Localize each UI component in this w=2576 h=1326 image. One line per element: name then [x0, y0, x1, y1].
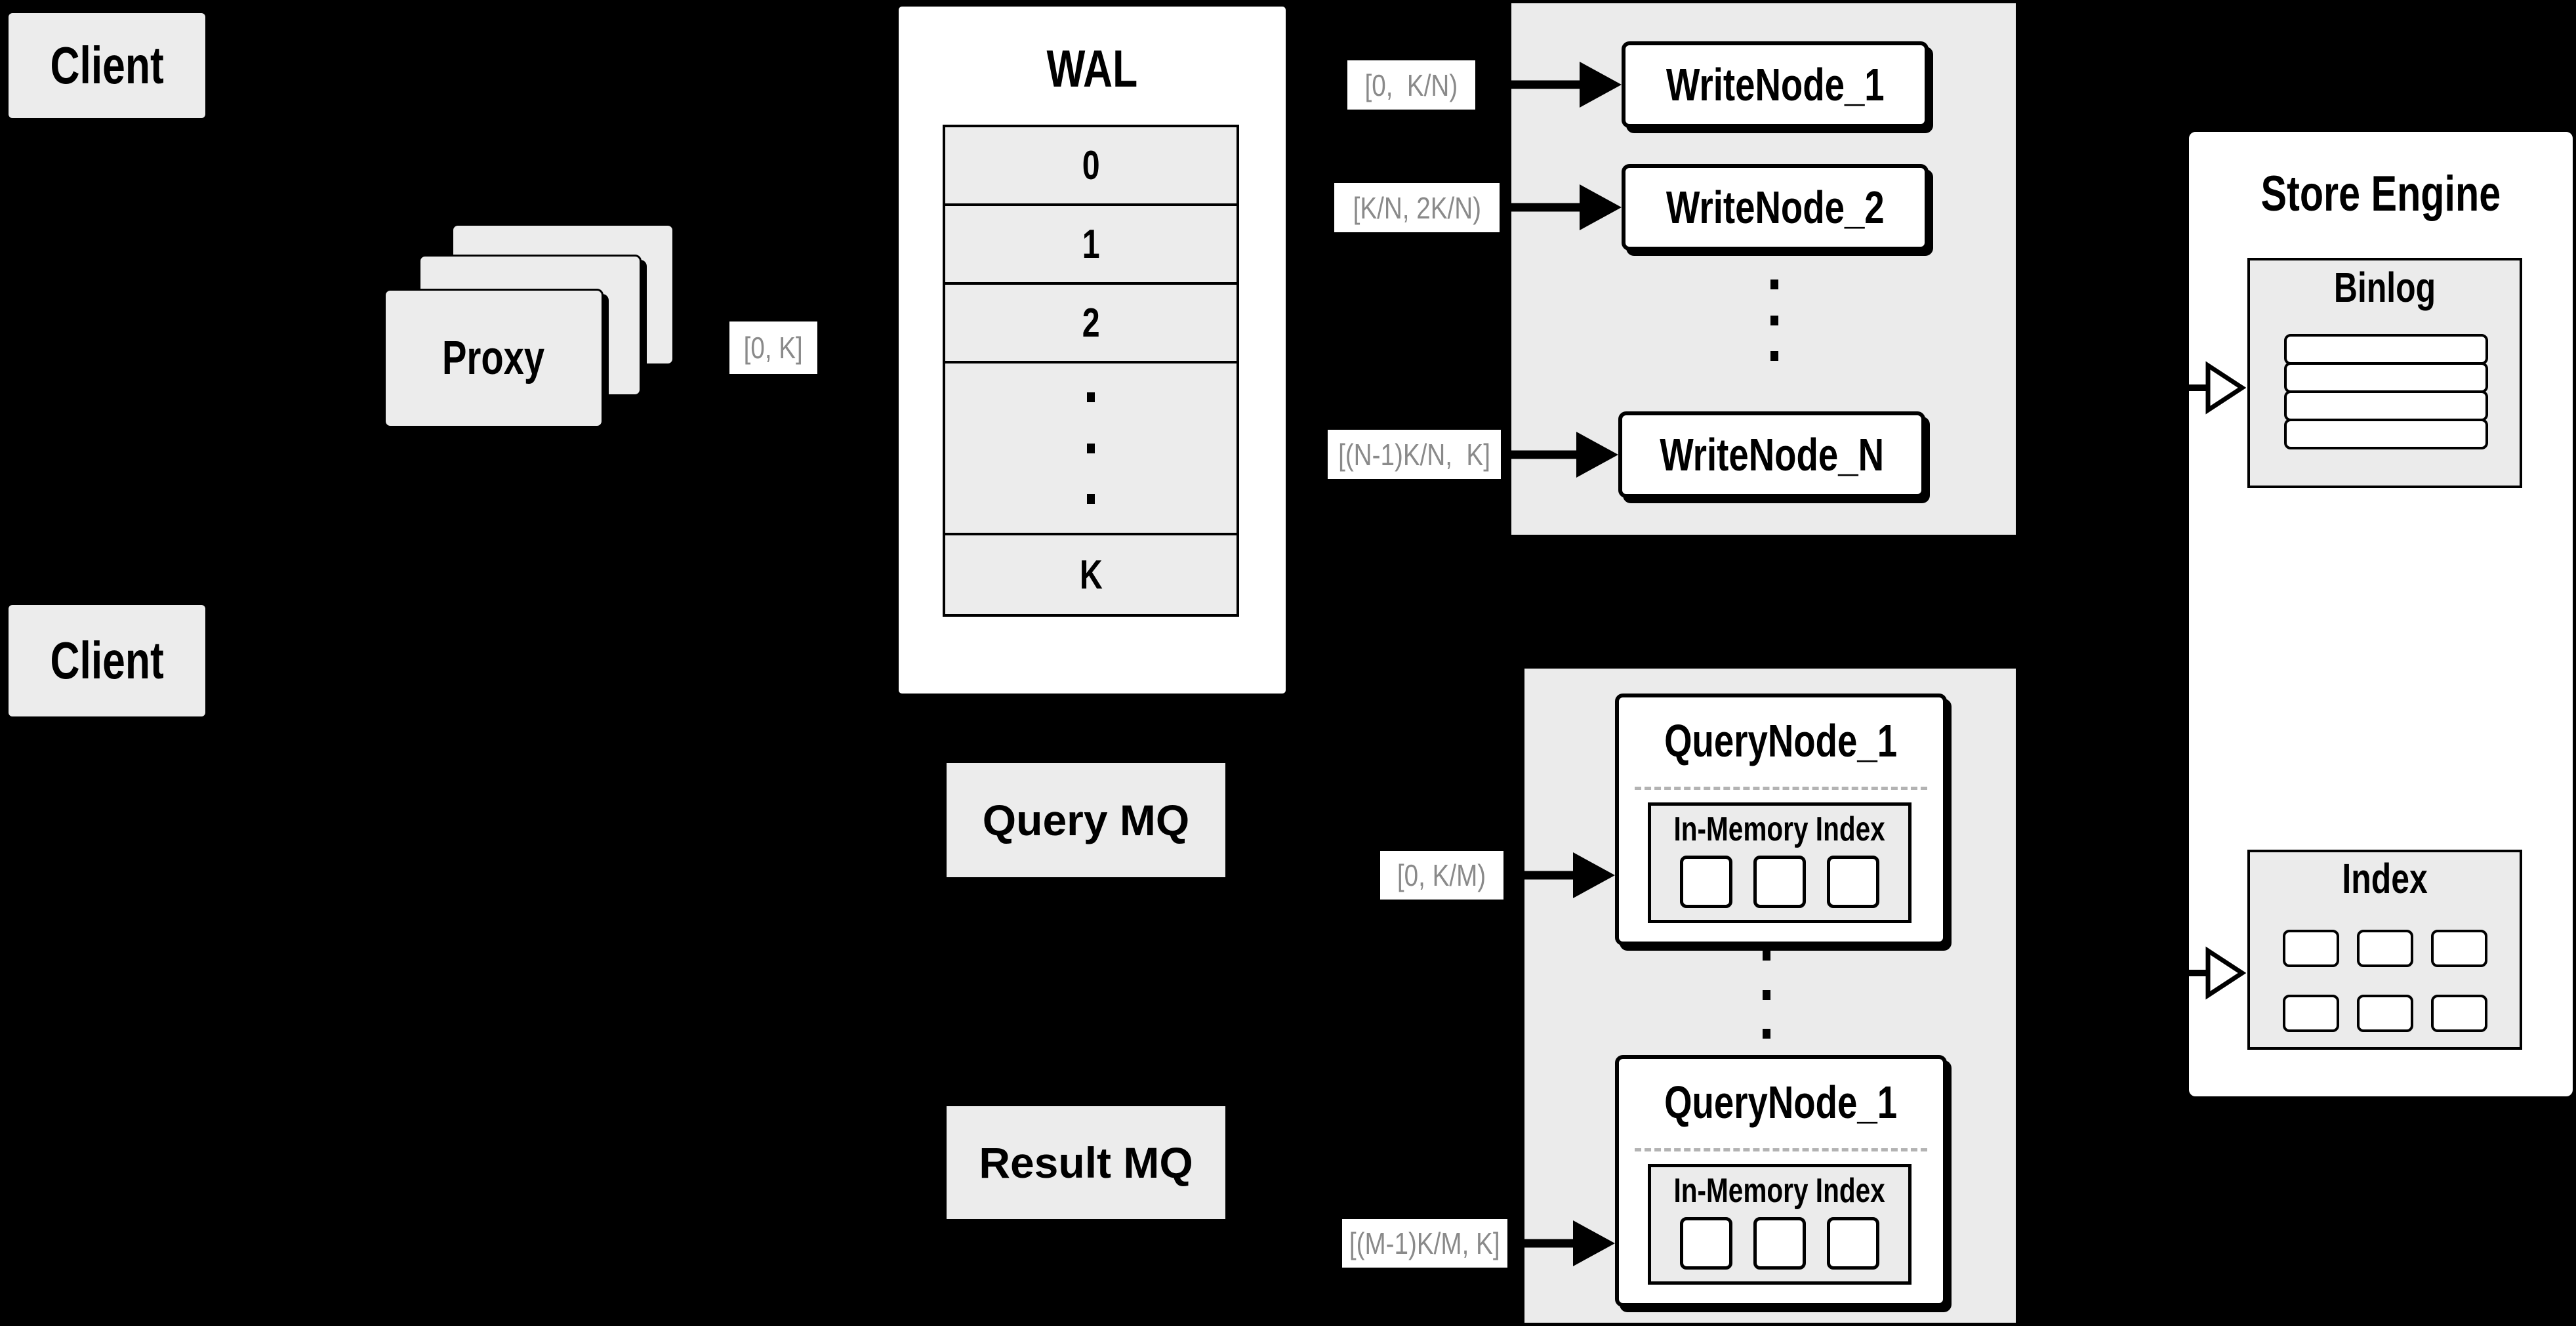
query-range-label-1: [0, K/M) [1380, 851, 1503, 900]
client-bottom-label: Client [50, 631, 164, 690]
proxy-label: Proxy [442, 332, 545, 384]
query-range-label-2: [(M-1)K/M, K] [1342, 1219, 1507, 1268]
write-node-n-label: WriteNode_N [1660, 429, 1884, 480]
in-memory-index-title: In-Memory Index [1673, 1172, 1886, 1210]
query-node-divider [1635, 1148, 1927, 1151]
binlog-title: Binlog [2333, 264, 2436, 311]
arrow-to-writenode-1 [1475, 62, 1622, 108]
wal-segment-row: 1 [943, 203, 1239, 285]
query-node-2: QueryNode_1 In-Memory Index [1615, 1055, 1947, 1307]
wal-segment-row: K [943, 533, 1239, 617]
store-engine-title: Store Engine [2260, 166, 2501, 222]
write-node-2: WriteNode_2 [1622, 164, 1929, 251]
in-memory-index-cell [1827, 1217, 1879, 1270]
in-memory-index-cell [1827, 856, 1879, 908]
vertical-ellipsis [1762, 951, 1771, 1039]
binlog-row [2284, 334, 2488, 365]
wal-segment-table: 0 1 2 K [943, 125, 1239, 617]
wal-segment-row: 0 [943, 125, 1239, 206]
client-node-top: Client [9, 13, 205, 118]
index-cell [2431, 930, 2487, 967]
wal-segment-label: 2 [1082, 300, 1100, 346]
arrow-to-writenode-n [1501, 432, 1618, 478]
proxy-node: Proxy [384, 289, 603, 428]
index-cell [2431, 995, 2487, 1032]
index-cell [2357, 995, 2413, 1032]
arrow-into-index [2144, 946, 2246, 1000]
query-mq-box: Query MQ [945, 761, 1227, 879]
wal-segment-row: 2 [943, 282, 1239, 363]
wal-segment-label: K [1079, 552, 1103, 598]
write-node-n: WriteNode_N [1618, 411, 1925, 498]
in-memory-index-cell [1753, 1217, 1806, 1270]
in-memory-index-cell [1753, 856, 1806, 908]
query-node-divider [1635, 787, 1927, 790]
index-box: Index [2247, 850, 2522, 1050]
client-top-label: Client [50, 36, 164, 94]
in-memory-index-cell [1680, 856, 1732, 908]
binlog-rows [2284, 334, 2488, 449]
wal-ellipsis-row [943, 361, 1239, 535]
vertical-ellipsis [1086, 392, 1095, 504]
binlog-row [2284, 390, 2488, 421]
index-title: Index [2342, 855, 2428, 902]
in-memory-index-cells [1651, 1217, 1908, 1270]
client-node-bottom: Client [9, 605, 205, 716]
binlog-row [2284, 419, 2488, 449]
index-cell [2283, 995, 2339, 1032]
write-range-label-2: [K/N, 2K/N) [1334, 183, 1500, 232]
arrow-to-writenode-2 [1500, 184, 1622, 230]
wal-title: WAL [1046, 39, 1138, 98]
in-memory-index-box: In-Memory Index [1648, 802, 1912, 923]
vertical-ellipsis [1770, 280, 1779, 361]
query-node-1-title: QueryNode_1 [1664, 715, 1898, 766]
result-mq-label: Result MQ [979, 1138, 1193, 1187]
index-cells [2283, 930, 2487, 1032]
index-cell [2283, 930, 2339, 967]
arrow-into-binlog [2144, 361, 2246, 415]
proxy-range-label: [0, K] [729, 321, 817, 374]
in-memory-index-title: In-Memory Index [1673, 810, 1886, 848]
index-cell [2357, 930, 2413, 967]
write-range-label-n: [(N-1)K/N, K] [1328, 430, 1501, 479]
write-node-1: WriteNode_1 [1622, 41, 1929, 128]
arrow-to-querynode-1 [1503, 852, 1615, 898]
wal-segment-label: 0 [1082, 142, 1100, 188]
in-memory-index-cell [1680, 1217, 1732, 1270]
binlog-row [2284, 362, 2488, 393]
query-mq-label: Query MQ [982, 796, 1190, 844]
query-node-1: QueryNode_1 In-Memory Index [1615, 694, 1947, 945]
in-memory-index-box: In-Memory Index [1648, 1164, 1912, 1285]
write-node-2-label: WriteNode_2 [1666, 182, 1885, 233]
write-range-label-1: [0, K/N) [1347, 60, 1475, 110]
query-node-2-title: QueryNode_1 [1664, 1077, 1898, 1128]
write-node-1-label: WriteNode_1 [1666, 59, 1885, 110]
in-memory-index-cells [1651, 856, 1908, 908]
binlog-box: Binlog [2247, 258, 2522, 488]
wal-segment-label: 1 [1082, 221, 1100, 267]
result-mq-box: Result MQ [945, 1104, 1227, 1221]
arrow-to-querynode-2 [1507, 1220, 1615, 1266]
